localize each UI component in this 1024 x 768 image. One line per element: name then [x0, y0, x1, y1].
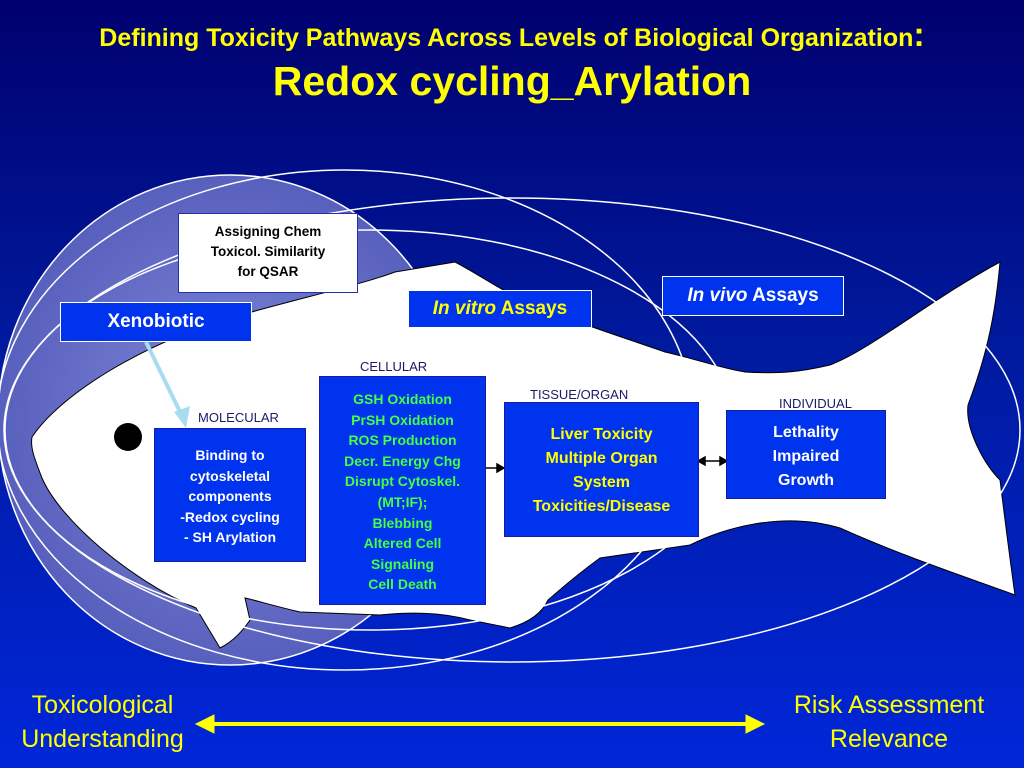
title-line1: Defining Toxicity Pathways Across Levels…	[0, 16, 1024, 55]
individual-line: Lethality	[773, 424, 839, 441]
bottom-right-label: Risk Assessment Relevance	[760, 688, 1018, 756]
cellular-line: Blebbing	[372, 514, 433, 531]
individual-line: Growth	[778, 472, 834, 489]
tissue-line: Liver Toxicity	[550, 426, 653, 443]
cellular-line: Decr. Energy Chg	[344, 452, 461, 469]
title-line2: Redox cycling_Arylation	[272, 58, 752, 104]
individual-box: Lethality Impaired Growth	[726, 410, 886, 499]
in-vivo-rest: Assays	[747, 285, 819, 306]
fish-eye	[114, 423, 142, 451]
tissue-line: System	[573, 474, 630, 491]
molecular-box: Binding to cytoskeletal components -Redo…	[154, 428, 306, 562]
xenobiotic-box: Xenobiotic	[60, 302, 252, 342]
level-molecular: MOLECULAR	[198, 410, 279, 425]
cellular-line: Cell Death	[368, 576, 437, 593]
molecular-line: -Redox cycling	[180, 508, 280, 525]
molecular-line: - SH Arylation	[183, 529, 277, 545]
cellular-line: (MT;IF);	[377, 493, 428, 510]
bottom-right-line: Risk Assessment	[793, 691, 985, 719]
molecular-line: components	[188, 488, 272, 504]
bottom-right-line: Relevance	[829, 725, 949, 753]
organization-ellipse-3	[3, 197, 1021, 663]
level-cellular: CELLULAR	[360, 359, 428, 374]
level-individual: INDIVIDUAL	[779, 396, 852, 411]
individual-line: Impaired	[772, 448, 840, 465]
qsar-line: for QSAR	[237, 264, 299, 279]
in-vitro-italic: In vitro	[432, 298, 497, 319]
tissue-individual-arrow	[696, 455, 729, 467]
molecular-line: cytoskeletal	[189, 467, 271, 484]
xenobiotic-arrowhead	[174, 406, 190, 428]
qsar-line: Toxicol. Similarity	[210, 244, 326, 259]
bottom-left-line: Understanding	[21, 725, 184, 753]
in-vivo-assays-box: In vivo Assays	[662, 276, 844, 316]
title-colon: :	[913, 16, 925, 54]
cellular-line: ROS Production	[348, 432, 457, 449]
level-tissue: TISSUE/ORGAN	[530, 387, 629, 402]
cellular-line: Disrupt Cytoskel.	[344, 473, 461, 490]
cellular-line: Signaling	[371, 555, 434, 572]
tissue-line: Multiple Organ	[545, 450, 658, 467]
in-vitro-rest: Assays	[496, 298, 568, 319]
qsar-line: Assigning Chem	[214, 224, 322, 239]
qsar-box: Assigning Chem Toxicol. Similarity for Q…	[178, 213, 358, 293]
tissue-line: Toxicities/Disease	[532, 498, 671, 515]
xenobiotic-arrow	[144, 341, 185, 419]
cellular-line: GSH Oxidation	[353, 391, 452, 407]
in-vitro-assays-box: In vitro Assays	[408, 290, 592, 328]
cellular-line: Altered Cell	[363, 535, 442, 552]
cellular-box: GSH Oxidation PrSH Oxidation ROS Product…	[319, 376, 486, 605]
bottom-double-arrow	[194, 714, 766, 734]
tissue-box: Liver Toxicity Multiple Organ System Tox…	[504, 402, 699, 537]
molecular-line: Binding to	[195, 447, 265, 463]
cellular-line: PrSH Oxidation	[351, 411, 454, 428]
bottom-left-line: Toxicological	[31, 691, 174, 719]
bottom-left-label: Toxicological Understanding	[0, 688, 205, 756]
title-main-text: Defining Toxicity Pathways Across Levels…	[99, 24, 914, 52]
in-vivo-italic: In vivo	[687, 285, 748, 306]
